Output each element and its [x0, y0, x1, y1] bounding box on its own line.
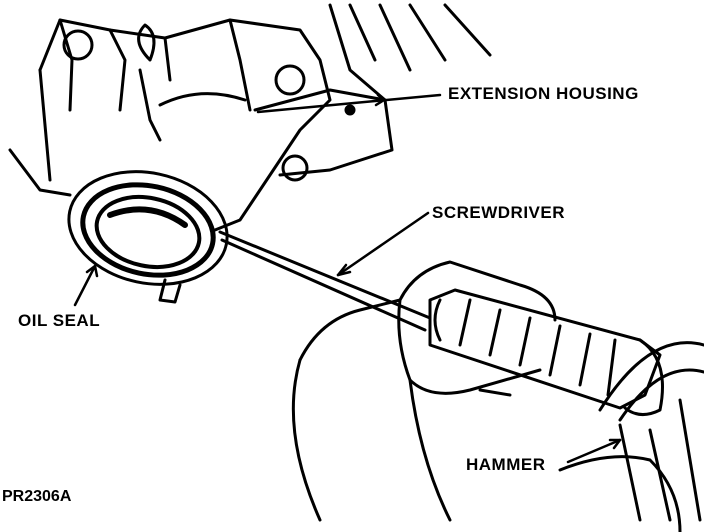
leader-oil-seal: [73, 264, 97, 307]
leader-screwdriver: [336, 211, 430, 277]
leader-lines: [73, 93, 622, 464]
figure-id: PR2306A: [2, 488, 72, 505]
oil-seal-drawing: [67, 170, 229, 304]
extension-housing-drawing: [8, 3, 492, 232]
leader-hammer: [566, 438, 622, 464]
leader-extension-housing: [256, 93, 442, 114]
screwdriver-drawing: [218, 230, 664, 416]
label-oil-seal: OIL SEAL: [18, 311, 101, 330]
label-hammer: HAMMER: [466, 455, 546, 474]
label-screwdriver: SCREWDRIVER: [432, 203, 566, 222]
hammer-drawing: [558, 341, 704, 532]
label-extension-housing: EXTENSION HOUSING: [448, 84, 639, 103]
hand-drawing: [291, 260, 557, 522]
